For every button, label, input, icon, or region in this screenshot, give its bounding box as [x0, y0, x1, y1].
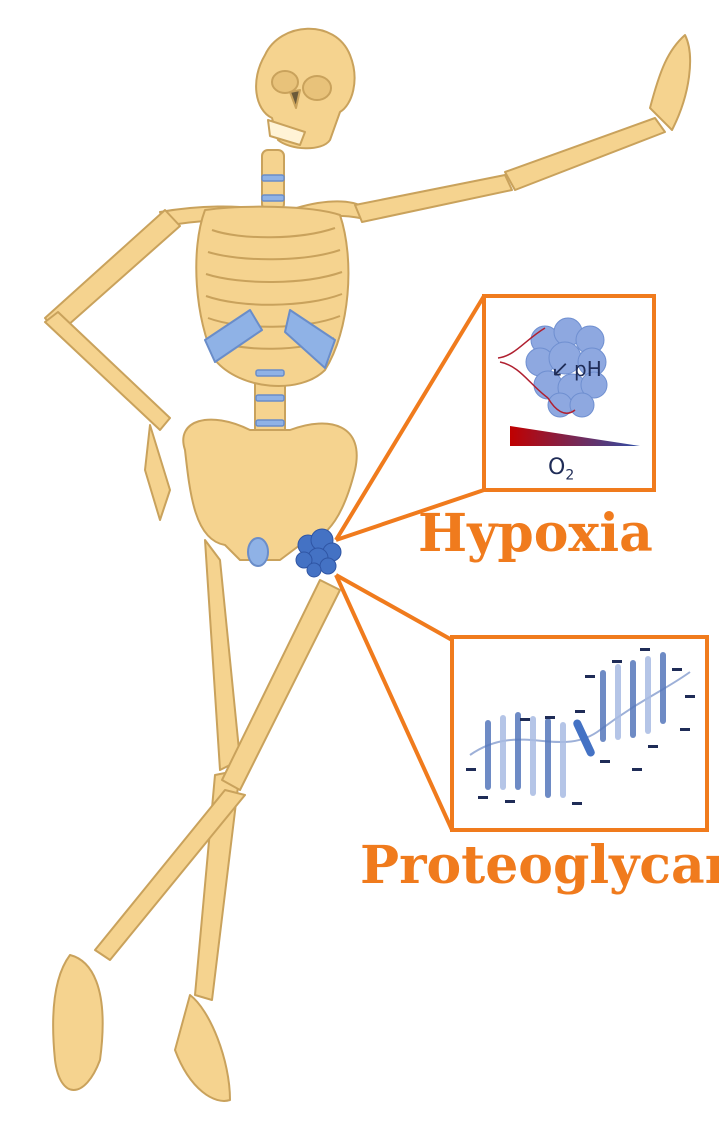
- hypoxia-label: Hypoxia: [418, 508, 653, 560]
- femur-left: [205, 540, 240, 770]
- eye-socket-right: [303, 76, 331, 100]
- ph-decrease-arrow-icon: ↙: [551, 357, 569, 382]
- skeleton-illustration: [45, 29, 690, 1101]
- femur-right: [222, 580, 340, 790]
- ph-label: pH: [574, 357, 602, 381]
- foot-left: [175, 995, 230, 1101]
- hand-left: [145, 425, 170, 520]
- upper-arm-left: [45, 210, 180, 334]
- oxygen-subscript: 2: [565, 467, 574, 483]
- hand-right: [650, 35, 690, 130]
- forearm-right: [505, 118, 665, 190]
- oxygen-label: O2: [548, 455, 574, 483]
- oxygen-symbol: O: [548, 455, 565, 480]
- tumor-cluster-icon: [296, 529, 341, 577]
- eye-socket-left: [272, 71, 298, 93]
- pubic-symphysis: [248, 538, 268, 566]
- foot-right: [53, 955, 103, 1090]
- proteoglycan-label: Proteoglycan: [360, 840, 719, 892]
- upper-arm-right: [355, 175, 512, 222]
- forearm-left: [45, 312, 170, 430]
